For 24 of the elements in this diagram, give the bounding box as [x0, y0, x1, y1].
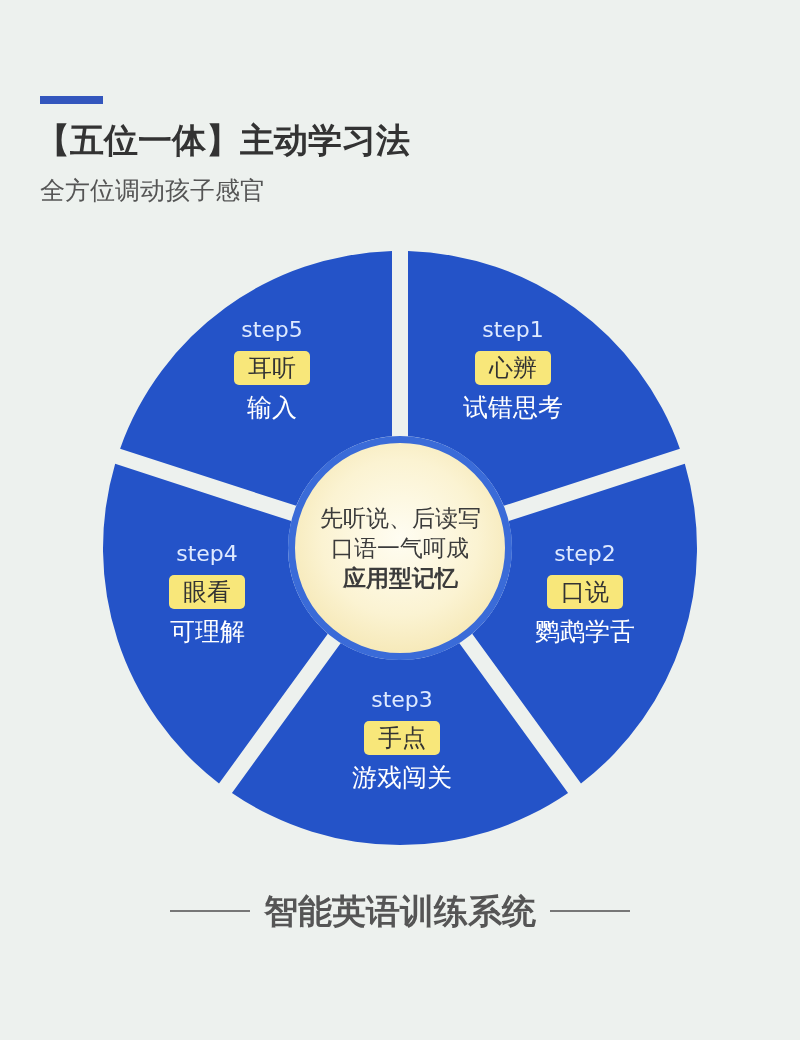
wheel-segment — [408, 251, 680, 506]
subtitle: 全方位调动孩子感官 — [40, 175, 265, 207]
slogan-text: 口语一气呵成 — [331, 534, 469, 563]
title: 【五位一体】主动学习法 — [36, 119, 410, 162]
step-description: 鹦鹉学舌 — [535, 616, 635, 648]
step-label: step4 — [176, 540, 238, 568]
highlighted-keyword: 口说 — [547, 575, 623, 609]
slogan-text: 先听说、后读写 — [319, 504, 481, 533]
highlighted-keyword: 心辨 — [475, 351, 551, 385]
step-description: 游戏闯关 — [352, 762, 452, 794]
wheel-segment — [120, 251, 392, 506]
step-description: 输入 — [247, 392, 297, 424]
wheel-segment — [231, 643, 569, 845]
step-description: 试错思考 — [463, 392, 563, 424]
highlighted-keyword: 手点 — [364, 721, 440, 755]
step-label: step5 — [241, 316, 303, 344]
key-phrase: 应用型记忆 — [342, 564, 458, 593]
highlighted-keyword: 耳听 — [234, 351, 310, 385]
highlighted-keyword: 眼看 — [169, 575, 245, 609]
step-label: step1 — [482, 316, 544, 344]
step-label: step2 — [554, 540, 616, 568]
step-description: 可理解 — [169, 616, 245, 648]
caption: 智能英语训练系统 — [264, 890, 536, 933]
step-label: step3 — [371, 686, 433, 714]
